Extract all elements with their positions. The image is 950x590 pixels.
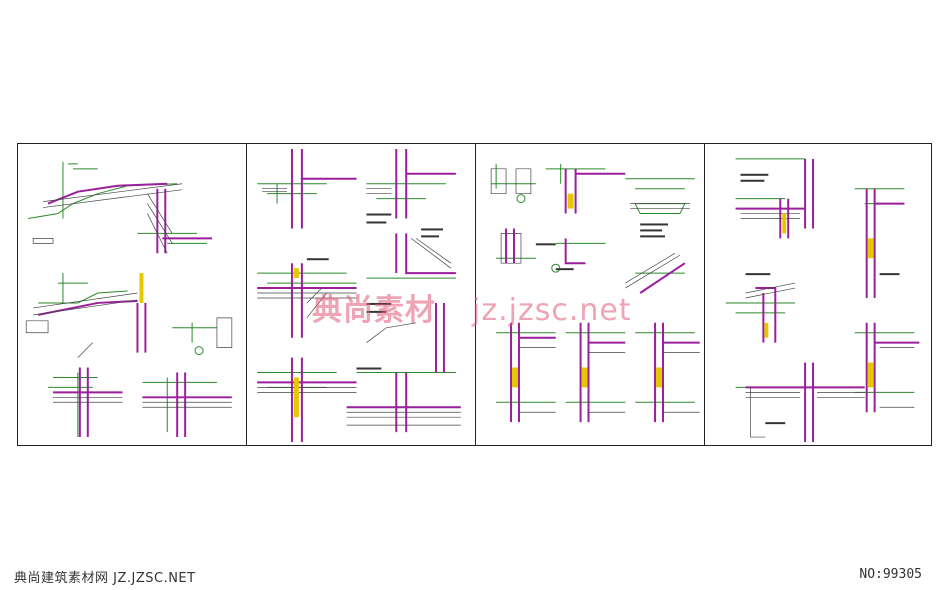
detail-drawing-2 — [257, 148, 461, 443]
detail-drawing-4 — [725, 158, 920, 443]
drawing-sheet — [17, 143, 932, 446]
watermark: 典尚素材 jz.jzsc.net — [312, 285, 632, 329]
detail-panel-1 — [18, 144, 247, 445]
watermark-url: jz.jzsc.net — [472, 293, 632, 328]
watermark-chinese: 典尚素材 — [312, 293, 436, 328]
detail-drawing-3 — [490, 163, 700, 423]
detail-drawing-1 — [25, 161, 233, 438]
detail-panel-4 — [705, 144, 933, 445]
detail-panel-3 — [476, 144, 705, 445]
detail-panel-2 — [247, 144, 476, 445]
footer-site-label: 典尚建筑素材网 JZ.JZSC.NET — [14, 571, 196, 586]
footer-number: NO:99305 — [859, 567, 922, 582]
